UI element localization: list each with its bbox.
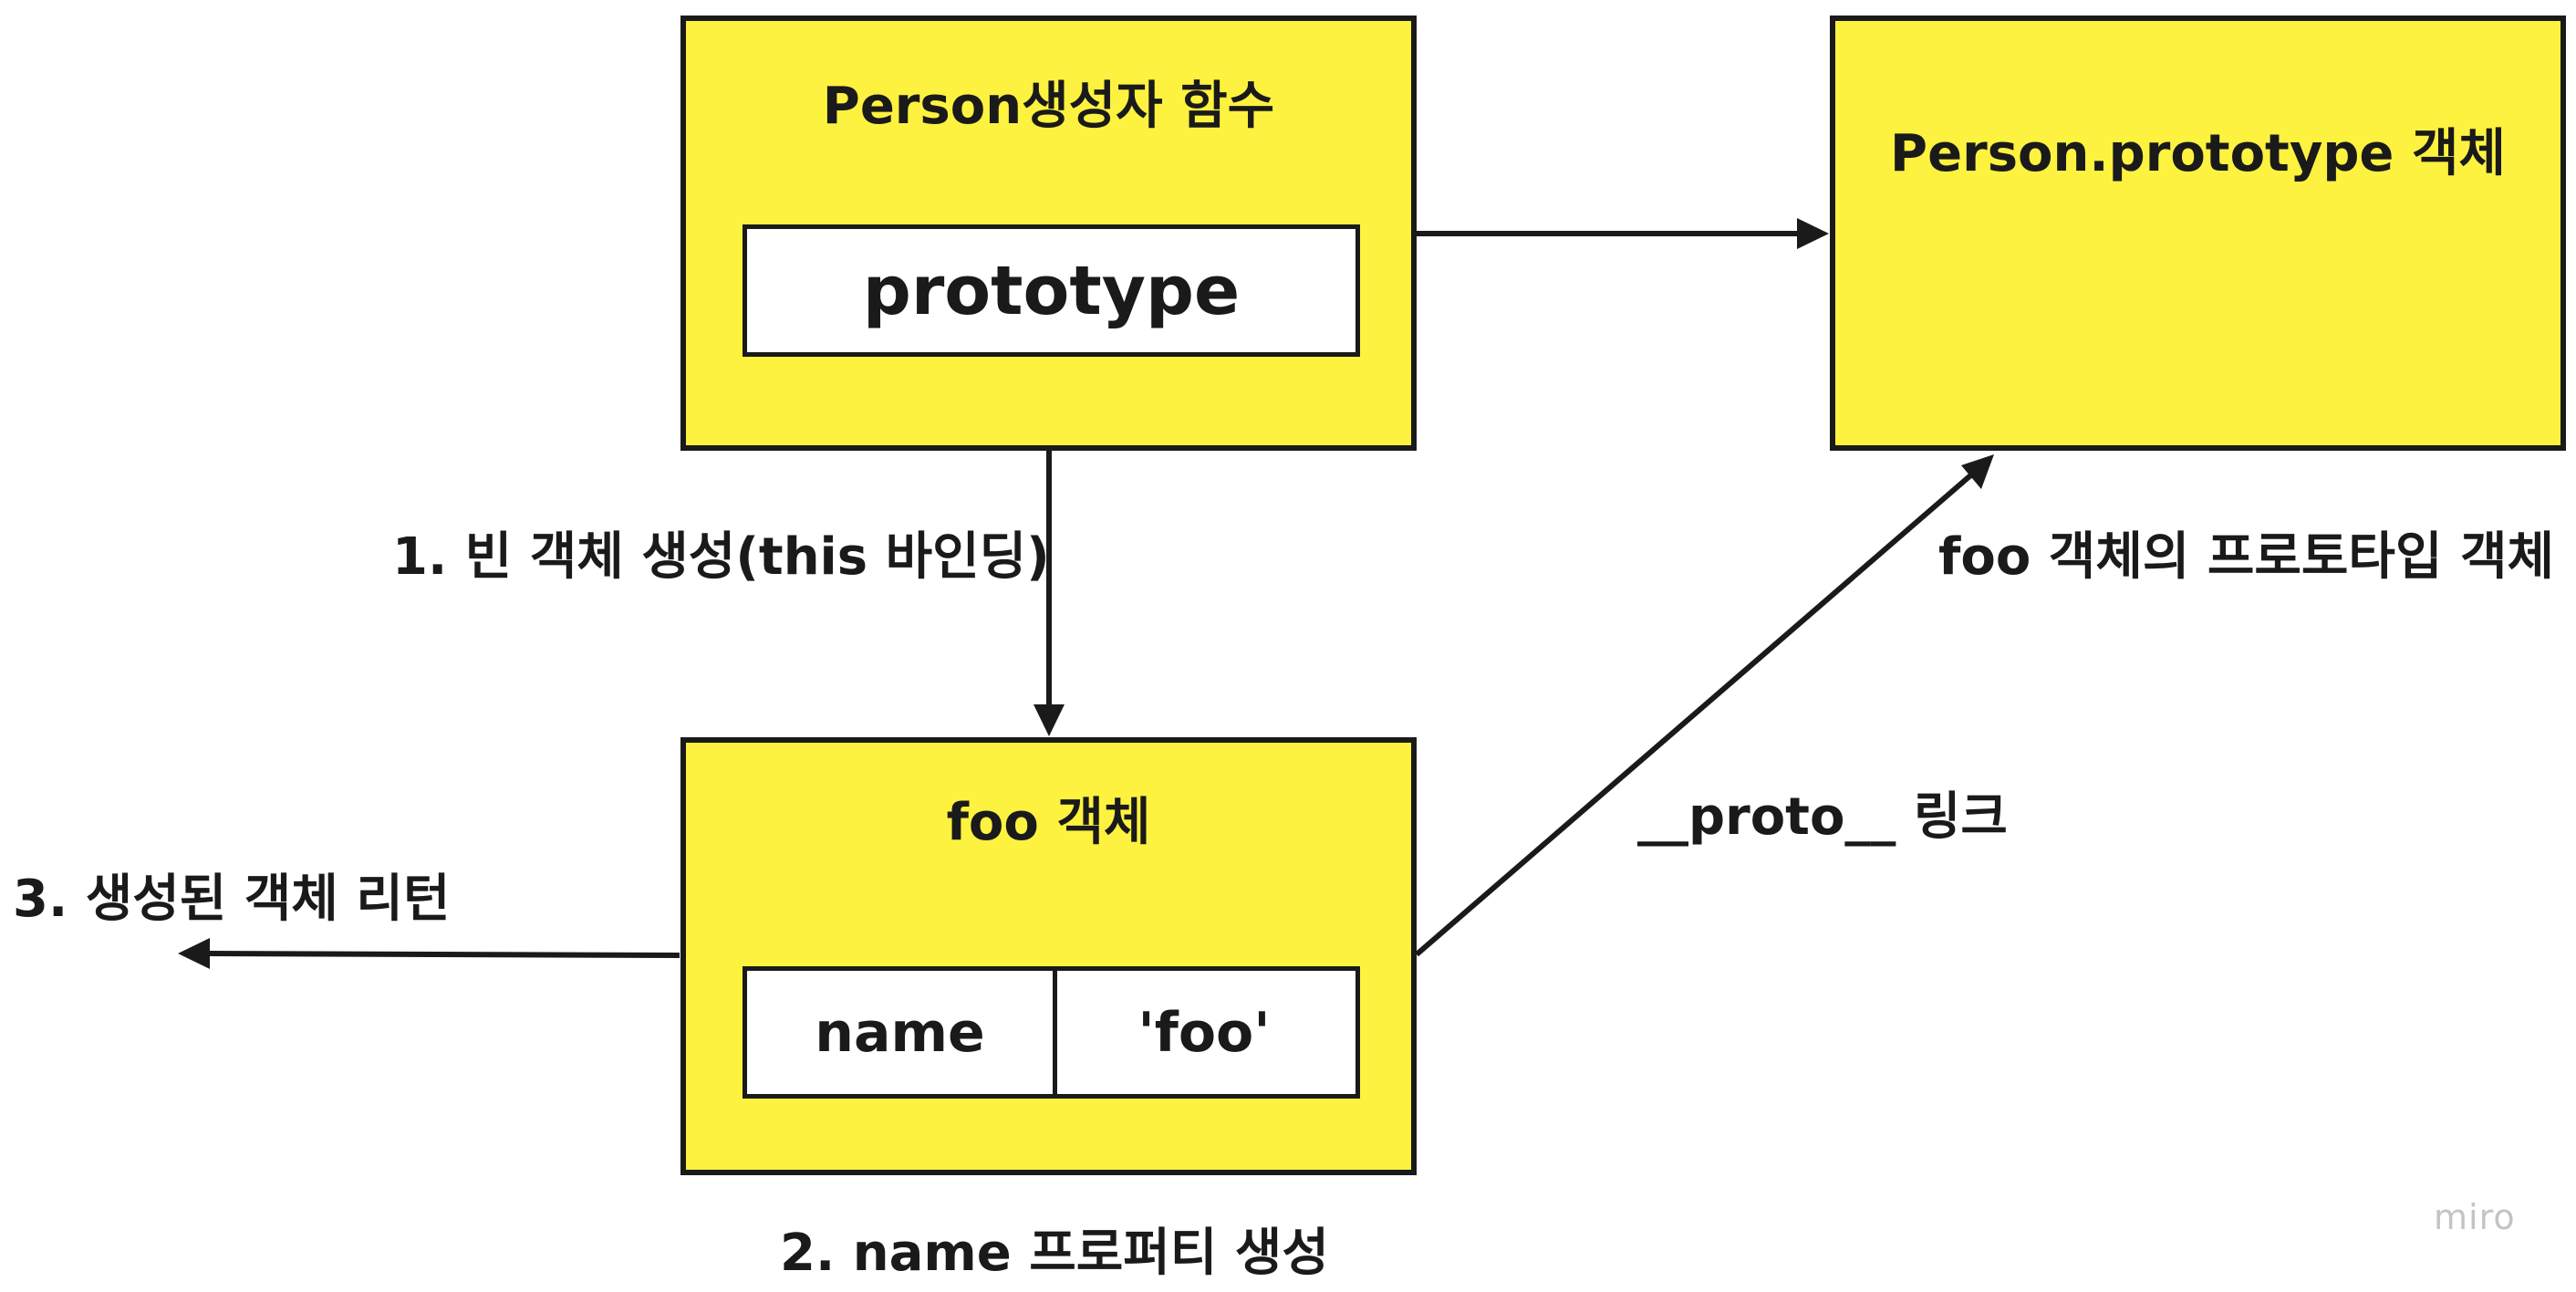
prototype-of-foo-label: foo 객체의 프로토타입 객체: [1938, 527, 2554, 587]
foo-object-node: foo 객체 name 'foo': [680, 737, 1417, 1175]
miro-watermark: miro: [2434, 1197, 2516, 1237]
arrow-return-object: [178, 938, 680, 969]
proto-link-label: __proto__ 링크: [1637, 787, 2008, 847]
person-constructor-node: Person생성자 함수 prototype: [680, 16, 1417, 451]
step2-label: 2. name 프로퍼티 생성: [780, 1224, 1329, 1283]
property-name-cell: name: [747, 971, 1057, 1094]
foo-object-title: foo 객체: [946, 793, 1151, 852]
property-value-label: 'foo': [1137, 1000, 1271, 1065]
prototype-property-box: prototype: [743, 224, 1360, 357]
person-prototype-node: Person.prototype 객체: [1830, 16, 2566, 451]
property-value-cell: 'foo': [1053, 971, 1356, 1094]
name-property-box: name 'foo': [743, 966, 1360, 1099]
step3-label: 3. 생성된 객체 리턴: [13, 870, 451, 929]
person-prototype-title: Person.prototype 객체: [1890, 124, 2506, 183]
person-constructor-title: Person생성자 함수: [822, 77, 1275, 136]
arrow-create-object: [1034, 451, 1065, 736]
prototype-property-label: prototype: [862, 251, 1241, 330]
step1-label: 1. 빈 객체 생성(this 바인딩): [392, 527, 1050, 587]
arrow-proto-link: [1415, 454, 1994, 957]
arrow-prototype-reference: [1417, 218, 1829, 249]
property-name-label: name: [815, 1000, 985, 1065]
